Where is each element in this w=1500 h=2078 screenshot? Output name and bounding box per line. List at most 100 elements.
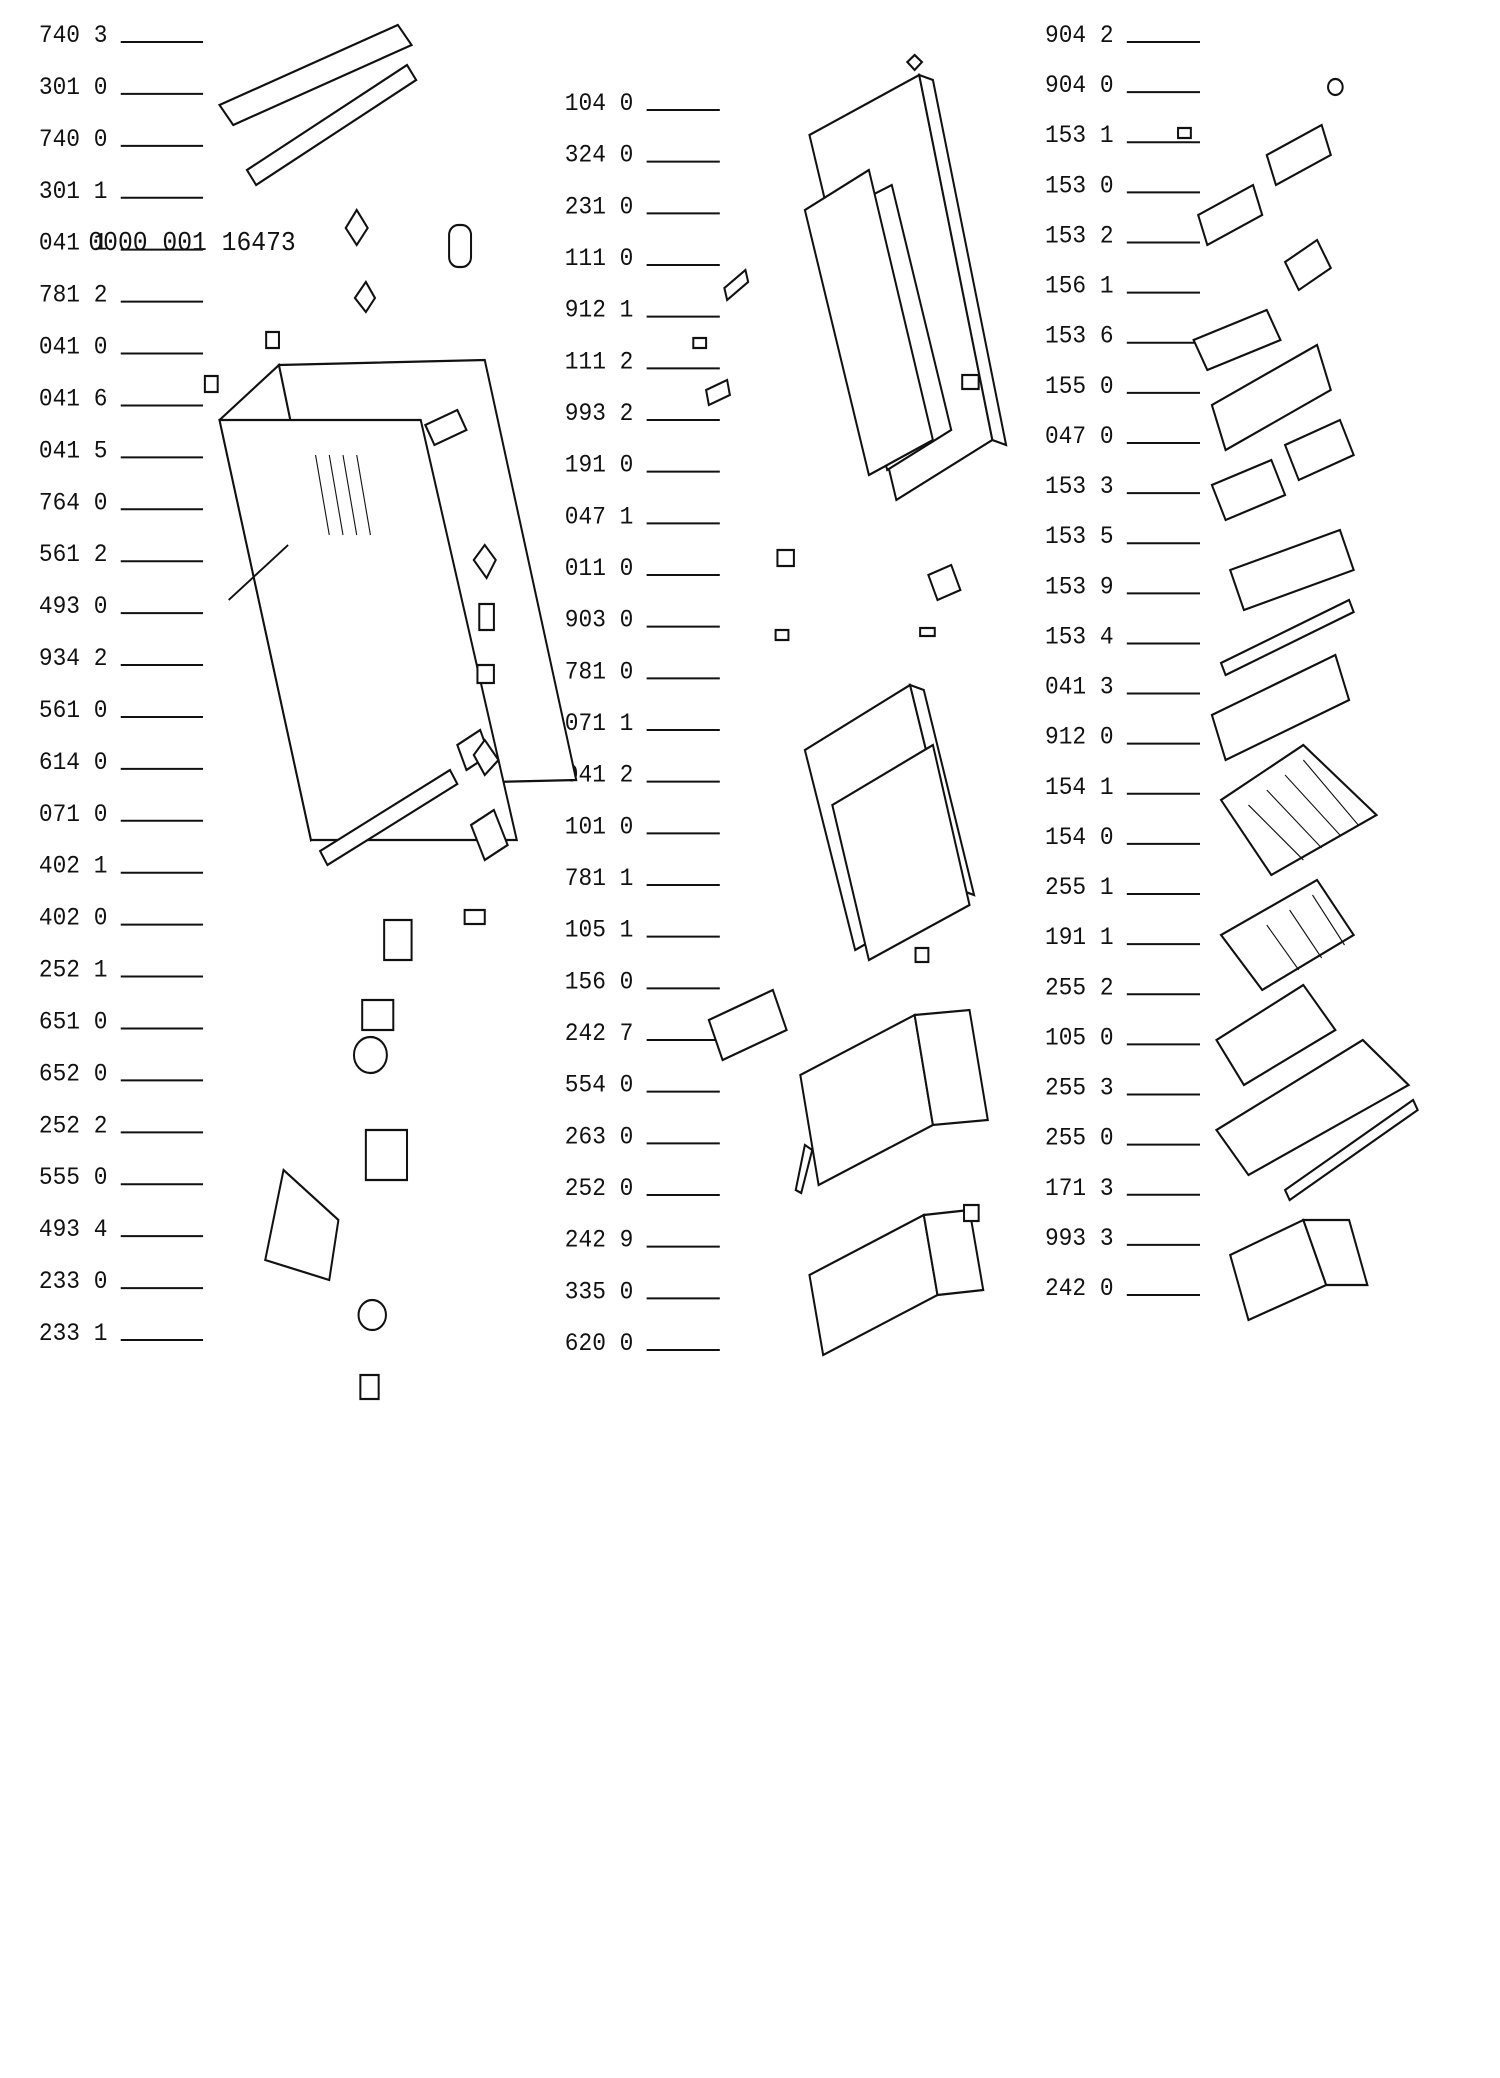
part-label: 493 4 [39,1216,108,1244]
part-label: 651 0 [39,1009,108,1037]
part-label: 104 0 [565,90,634,118]
control-knob [352,1035,388,1075]
part-label: 252 0 [565,1175,634,1203]
drain-tube [423,408,468,447]
cable-connector [383,918,413,962]
part-label: 324 0 [565,142,634,170]
part-label: 155 0 [1045,373,1114,401]
lamp-socket [961,373,980,391]
cabinet-body [218,358,578,843]
part-label: 041 1 [39,230,108,258]
part-label: 156 0 [565,969,634,997]
part-label: 156 1 [1045,273,1114,301]
part-label: 191 0 [565,452,634,480]
part-label: 614 0 [39,749,108,777]
part-label: 740 3 [39,22,108,50]
part-label: 071 1 [565,710,634,738]
crisper-drawer [799,1008,989,1187]
part-label: 191 1 [1045,924,1114,952]
part-label: 252 1 [39,957,108,985]
crisper-cover [1214,1038,1411,1177]
bracket-small-a [265,330,280,350]
glass-shelf-small [1215,983,1337,1087]
part-label: 105 1 [565,917,634,945]
top-trim-rail [245,63,418,187]
bottom-trim [318,768,459,867]
part-label: 153 4 [1045,624,1114,652]
hinge-upper [344,208,369,247]
part-label: 041 5 [39,438,108,466]
light-switch [359,1373,380,1401]
part-label: 904 2 [1045,22,1114,50]
part-label: 105 0 [1045,1025,1114,1053]
part-label: 153 9 [1045,573,1114,601]
butter-box-lid [1265,123,1333,187]
door-handle-bar [723,268,750,302]
part-label: 620 0 [565,1330,634,1358]
part-label: 041 0 [39,334,108,362]
shelf-strip [1219,598,1355,677]
door-stop-a [776,548,795,568]
freezer-drawer-lower [808,1208,985,1357]
glass-shelf-mid [1219,878,1356,992]
egg-tray [707,988,788,1062]
screw-mid [919,626,936,638]
part-label: 101 0 [565,814,634,842]
hinge-plate [469,808,509,862]
hinge-cover-top [905,53,924,72]
part-label: 781 0 [565,659,634,687]
part-label: 233 0 [39,1268,108,1296]
spacer-pin [478,602,495,632]
part-label: 047 0 [1045,423,1114,451]
part-label: 402 1 [39,853,108,881]
egg-rack [1192,308,1282,372]
part-label: 561 0 [39,697,108,725]
part-label: 493 0 [39,593,108,621]
handle-screw [692,336,708,350]
part-label: 041 6 [39,386,108,414]
clip-lower [914,946,930,964]
drawing-number: 0000 001 16473 [88,227,295,258]
part-label: 255 3 [1045,1075,1114,1103]
cover-strip [1283,1098,1419,1202]
door-gasket [803,168,935,477]
part-label: 111 0 [565,245,634,273]
part-label: 335 0 [565,1279,634,1307]
part-label: 153 2 [1045,223,1114,251]
part-label: 252 2 [39,1112,108,1140]
hinge-lower [472,543,497,580]
part-label: 154 1 [1045,774,1114,802]
part-label: 153 3 [1045,473,1114,501]
dairy-box [1196,183,1264,247]
door-bin-small [1283,418,1355,482]
part-label: 071 0 [39,801,108,829]
part-label: 993 2 [565,400,634,428]
part-label: 993 3 [1045,1225,1114,1253]
door-bin-lower [1210,653,1351,762]
part-label: 652 0 [39,1061,108,1089]
part-label: 903 0 [565,607,634,635]
part-label: 041 3 [1045,674,1114,702]
part-label: 242 9 [565,1227,634,1255]
part-label: 561 2 [39,541,108,569]
butter-shelf [1283,238,1333,292]
part-label: 301 0 [39,74,108,102]
drawer-rail [794,1143,814,1195]
part-label: 912 0 [1045,724,1114,752]
part-label: 011 0 [565,555,634,583]
part-label: 904 0 [1045,72,1114,100]
door-stop-b [774,628,790,642]
ring-seal [357,1298,387,1332]
bracket-small-b [203,374,219,394]
part-label: 555 0 [39,1164,108,1192]
part-label: 301 1 [39,178,108,206]
part-label: 153 6 [1045,323,1114,351]
part-label: 554 0 [565,1072,634,1100]
cap-lower [963,1203,980,1223]
control-housing [264,1167,340,1282]
hinge-pin-angled [472,738,500,777]
